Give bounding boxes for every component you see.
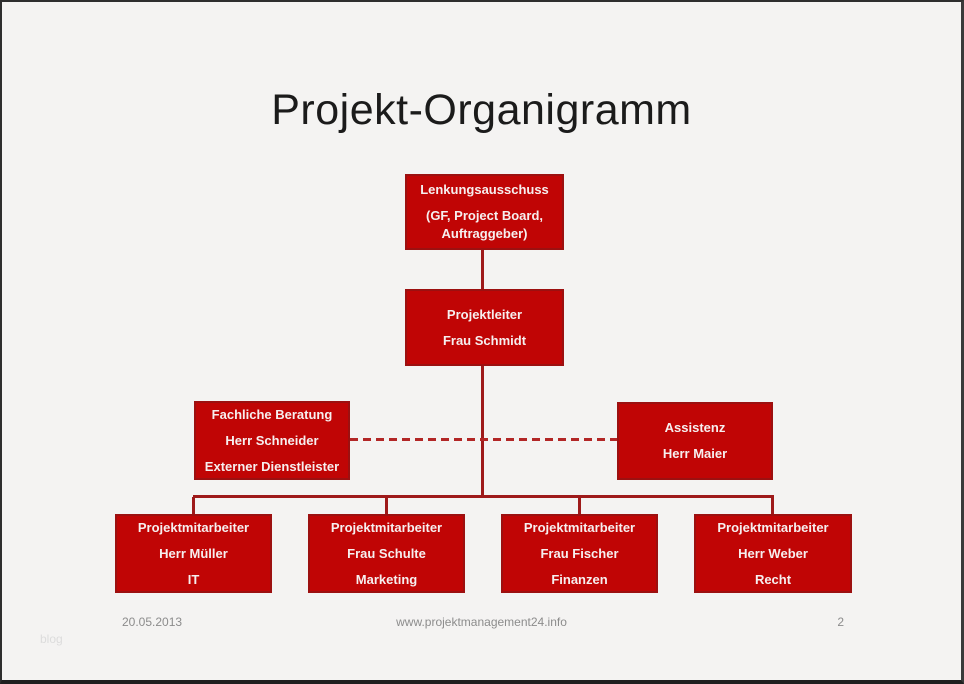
box-line: Projektleiter xyxy=(446,306,523,322)
footer-page-number: 2 xyxy=(837,615,844,629)
box-line: Frau Fischer xyxy=(540,545,619,561)
connector-steering-to-leader xyxy=(481,250,484,289)
connector-dashed-advisory-assistant xyxy=(350,438,617,441)
box-line: Herr Weber xyxy=(738,545,808,561)
org-box-member-marketing: Projektmitarbeiter Frau Schulte Marketin… xyxy=(308,514,465,593)
box-line: Projektmitarbeiter xyxy=(523,519,636,535)
org-box-member-it: Projektmitarbeiter Herr Müller IT xyxy=(115,514,272,593)
connector-drop-member4 xyxy=(771,497,774,515)
connector-members-horizontal xyxy=(193,495,774,498)
connector-drop-member2 xyxy=(385,497,388,515)
connector-leader-to-members xyxy=(481,366,484,497)
box-line: Recht xyxy=(754,571,792,587)
org-box-steering-committee: Lenkungsausschuss (GF, Project Board, Au… xyxy=(405,174,564,250)
box-line: Projektmitarbeiter xyxy=(717,519,829,535)
slide-title: Projekt-Organigramm xyxy=(271,86,692,134)
org-box-assistant: Assistenz Herr Maier xyxy=(617,402,773,480)
box-line: Projektmitarbeiter xyxy=(137,519,250,535)
org-box-project-leader: Projektleiter Frau Schmidt xyxy=(405,289,564,366)
box-line: Projektmitarbeiter xyxy=(330,519,443,535)
box-line: Herr Müller xyxy=(159,545,228,561)
org-box-advisory: Fachliche Beratung Herr Schneider Extern… xyxy=(194,401,350,480)
box-line: Frau Schulte xyxy=(347,545,426,561)
connector-drop-member3 xyxy=(578,497,581,515)
box-line: Herr Schneider xyxy=(225,432,319,448)
box-line: Marketing xyxy=(355,571,418,587)
org-box-member-finanzen: Projektmitarbeiter Frau Fischer Finanzen xyxy=(501,514,658,593)
box-line: Auftraggeber) xyxy=(441,225,528,241)
connector-drop-member1 xyxy=(192,497,195,515)
box-line: Externer Dienstleister xyxy=(204,458,340,474)
footer-url: www.projektmanagement24.info xyxy=(396,615,567,629)
footer-date: 20.05.2013 xyxy=(122,615,183,629)
box-line: IT xyxy=(187,571,200,587)
org-box-member-recht: Projektmitarbeiter Herr Weber Recht xyxy=(694,514,852,593)
box-line: Herr Maier xyxy=(662,446,728,461)
box-line: Assistenz xyxy=(664,420,726,435)
box-line: Fachliche Beratung xyxy=(211,406,333,422)
box-line: (GF, Project Board, xyxy=(425,207,544,223)
box-line: Frau Schmidt xyxy=(442,332,527,348)
box-line: Finanzen xyxy=(551,571,608,587)
blog-watermark: blog xyxy=(40,632,63,646)
box-line: Lenkungsausschuss xyxy=(420,181,549,197)
